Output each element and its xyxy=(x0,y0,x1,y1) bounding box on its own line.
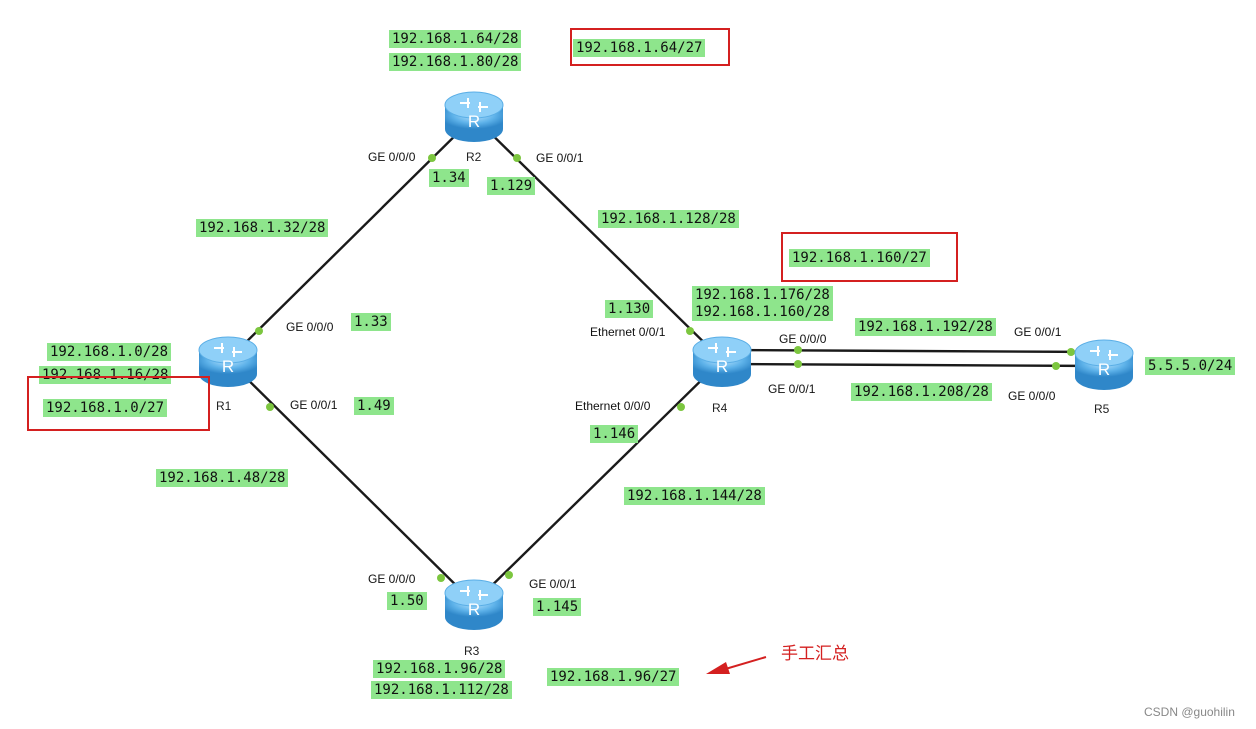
router-r2-icon[interactable]: R xyxy=(444,91,504,143)
ip-label-r2-r1: 1.34 xyxy=(429,169,469,187)
router-r5-icon[interactable]: R xyxy=(1074,339,1134,391)
port-label-r1-ge000: GE 0/0/0 xyxy=(286,320,334,334)
router-r3-name: R3 xyxy=(464,644,480,658)
router-r1-name: R1 xyxy=(216,399,232,413)
link-r1-r3 xyxy=(227,359,475,604)
port-label-r5-ge001: GE 0/0/1 xyxy=(1014,325,1062,339)
port-dot xyxy=(794,346,802,354)
ip-label-r4-r3: 1.146 xyxy=(590,425,639,443)
ip-label-r1-r3: 1.49 xyxy=(354,397,394,415)
router-r5-name: R5 xyxy=(1094,402,1110,416)
port-label-r4-ge000: GE 0/0/0 xyxy=(779,332,827,346)
router-letter: R xyxy=(716,357,728,376)
watermark: CSDN @guohilin xyxy=(1144,705,1235,719)
router-r4-name: R4 xyxy=(712,401,728,415)
router-r4-icon[interactable]: R xyxy=(692,336,752,388)
port-label-r3-ge001: GE 0/0/1 xyxy=(529,577,577,591)
port-dots xyxy=(255,154,1075,582)
router-letter: R xyxy=(468,112,480,131)
port-dot xyxy=(1052,362,1060,370)
port-dot xyxy=(266,403,274,411)
network-label-r4-lan1: 192.168.1.176/28 xyxy=(692,286,833,304)
port-label-r4-ge001: GE 0/0/1 xyxy=(768,382,816,396)
port-label-r1-ge001: GE 0/0/1 xyxy=(290,398,338,412)
network-label-r2-lan2: 192.168.1.80/28 xyxy=(389,53,522,71)
summary-label-r4: 192.168.1.160/27 xyxy=(789,249,930,267)
port-dot xyxy=(794,360,802,368)
link-r3-r4 xyxy=(473,359,723,604)
ip-label-r3-r4: 1.145 xyxy=(533,598,582,616)
port-label-r3-ge000: GE 0/0/0 xyxy=(368,572,416,586)
annotation-text: 手工汇总 xyxy=(781,644,849,664)
highlight-box-r2-summary xyxy=(570,28,730,66)
network-label-r1-lan1: 192.168.1.0/28 xyxy=(47,343,172,361)
port-dot xyxy=(686,327,694,335)
network-label-r4-r5-a: 192.168.1.192/28 xyxy=(855,318,996,336)
port-dot xyxy=(513,154,521,162)
network-label-r2-lan1: 192.168.1.64/28 xyxy=(389,30,522,48)
network-label-r3-r4: 192.168.1.144/28 xyxy=(624,487,765,505)
port-dot xyxy=(1067,348,1075,356)
summary-label-r1: 192.168.1.0/27 xyxy=(43,399,168,417)
port-dot xyxy=(428,154,436,162)
ip-label-r2-r4: 1.129 xyxy=(487,177,536,195)
router-r3-icon[interactable]: R xyxy=(444,579,504,631)
port-label-r2-ge000: GE 0/0/0 xyxy=(368,150,416,164)
network-label-r2-r4: 192.168.1.128/28 xyxy=(598,210,739,228)
port-dot xyxy=(437,574,445,582)
port-label-r4-eth001: Ethernet 0/0/1 xyxy=(590,325,666,339)
port-label-r5-ge000: GE 0/0/0 xyxy=(1008,389,1056,403)
link-r2-r4 xyxy=(473,116,723,361)
router-letter: R xyxy=(222,357,234,376)
port-dot xyxy=(677,403,685,411)
annotation-arrow-icon xyxy=(706,656,767,674)
highlight-box-r4-summary xyxy=(781,232,958,282)
network-label-r3-lan1: 192.168.1.96/28 xyxy=(373,660,506,678)
network-label-r3-lan2: 192.168.1.112/28 xyxy=(371,681,512,699)
summary-label-r2: 192.168.1.64/27 xyxy=(573,39,706,57)
router-letter: R xyxy=(1098,360,1110,379)
ip-label-r1-r2: 1.33 xyxy=(351,313,391,331)
network-label-r4-lan2: 192.168.1.160/28 xyxy=(692,303,833,321)
network-label-r1-lan2: 192.168.1.16/28 xyxy=(39,366,172,384)
link-r4-r5-a xyxy=(721,348,1105,354)
network-label-r1-r3: 192.168.1.48/28 xyxy=(156,469,289,487)
summary-label-r3: 192.168.1.96/27 xyxy=(547,668,680,686)
port-dot xyxy=(255,327,263,335)
port-dot xyxy=(505,571,513,579)
ip-label-r4-r2: 1.130 xyxy=(605,300,654,318)
network-label-r5-lan: 5.5.5.0/24 xyxy=(1145,357,1236,375)
ip-label-r3-r1: 1.50 xyxy=(387,592,427,610)
port-label-r4-eth000: Ethernet 0/0/0 xyxy=(575,399,651,413)
highlight-box-r1-summary xyxy=(27,376,210,431)
network-label-r1-r2: 192.168.1.32/28 xyxy=(196,219,329,237)
router-letter: R xyxy=(468,600,480,619)
router-r1-icon[interactable]: R xyxy=(198,336,258,388)
router-r2-name: R2 xyxy=(466,150,482,164)
network-label-r4-r5-b: 192.168.1.208/28 xyxy=(851,383,992,401)
link-r4-r5-b xyxy=(721,362,1105,368)
port-label-r2-ge001: GE 0/0/1 xyxy=(536,151,584,165)
